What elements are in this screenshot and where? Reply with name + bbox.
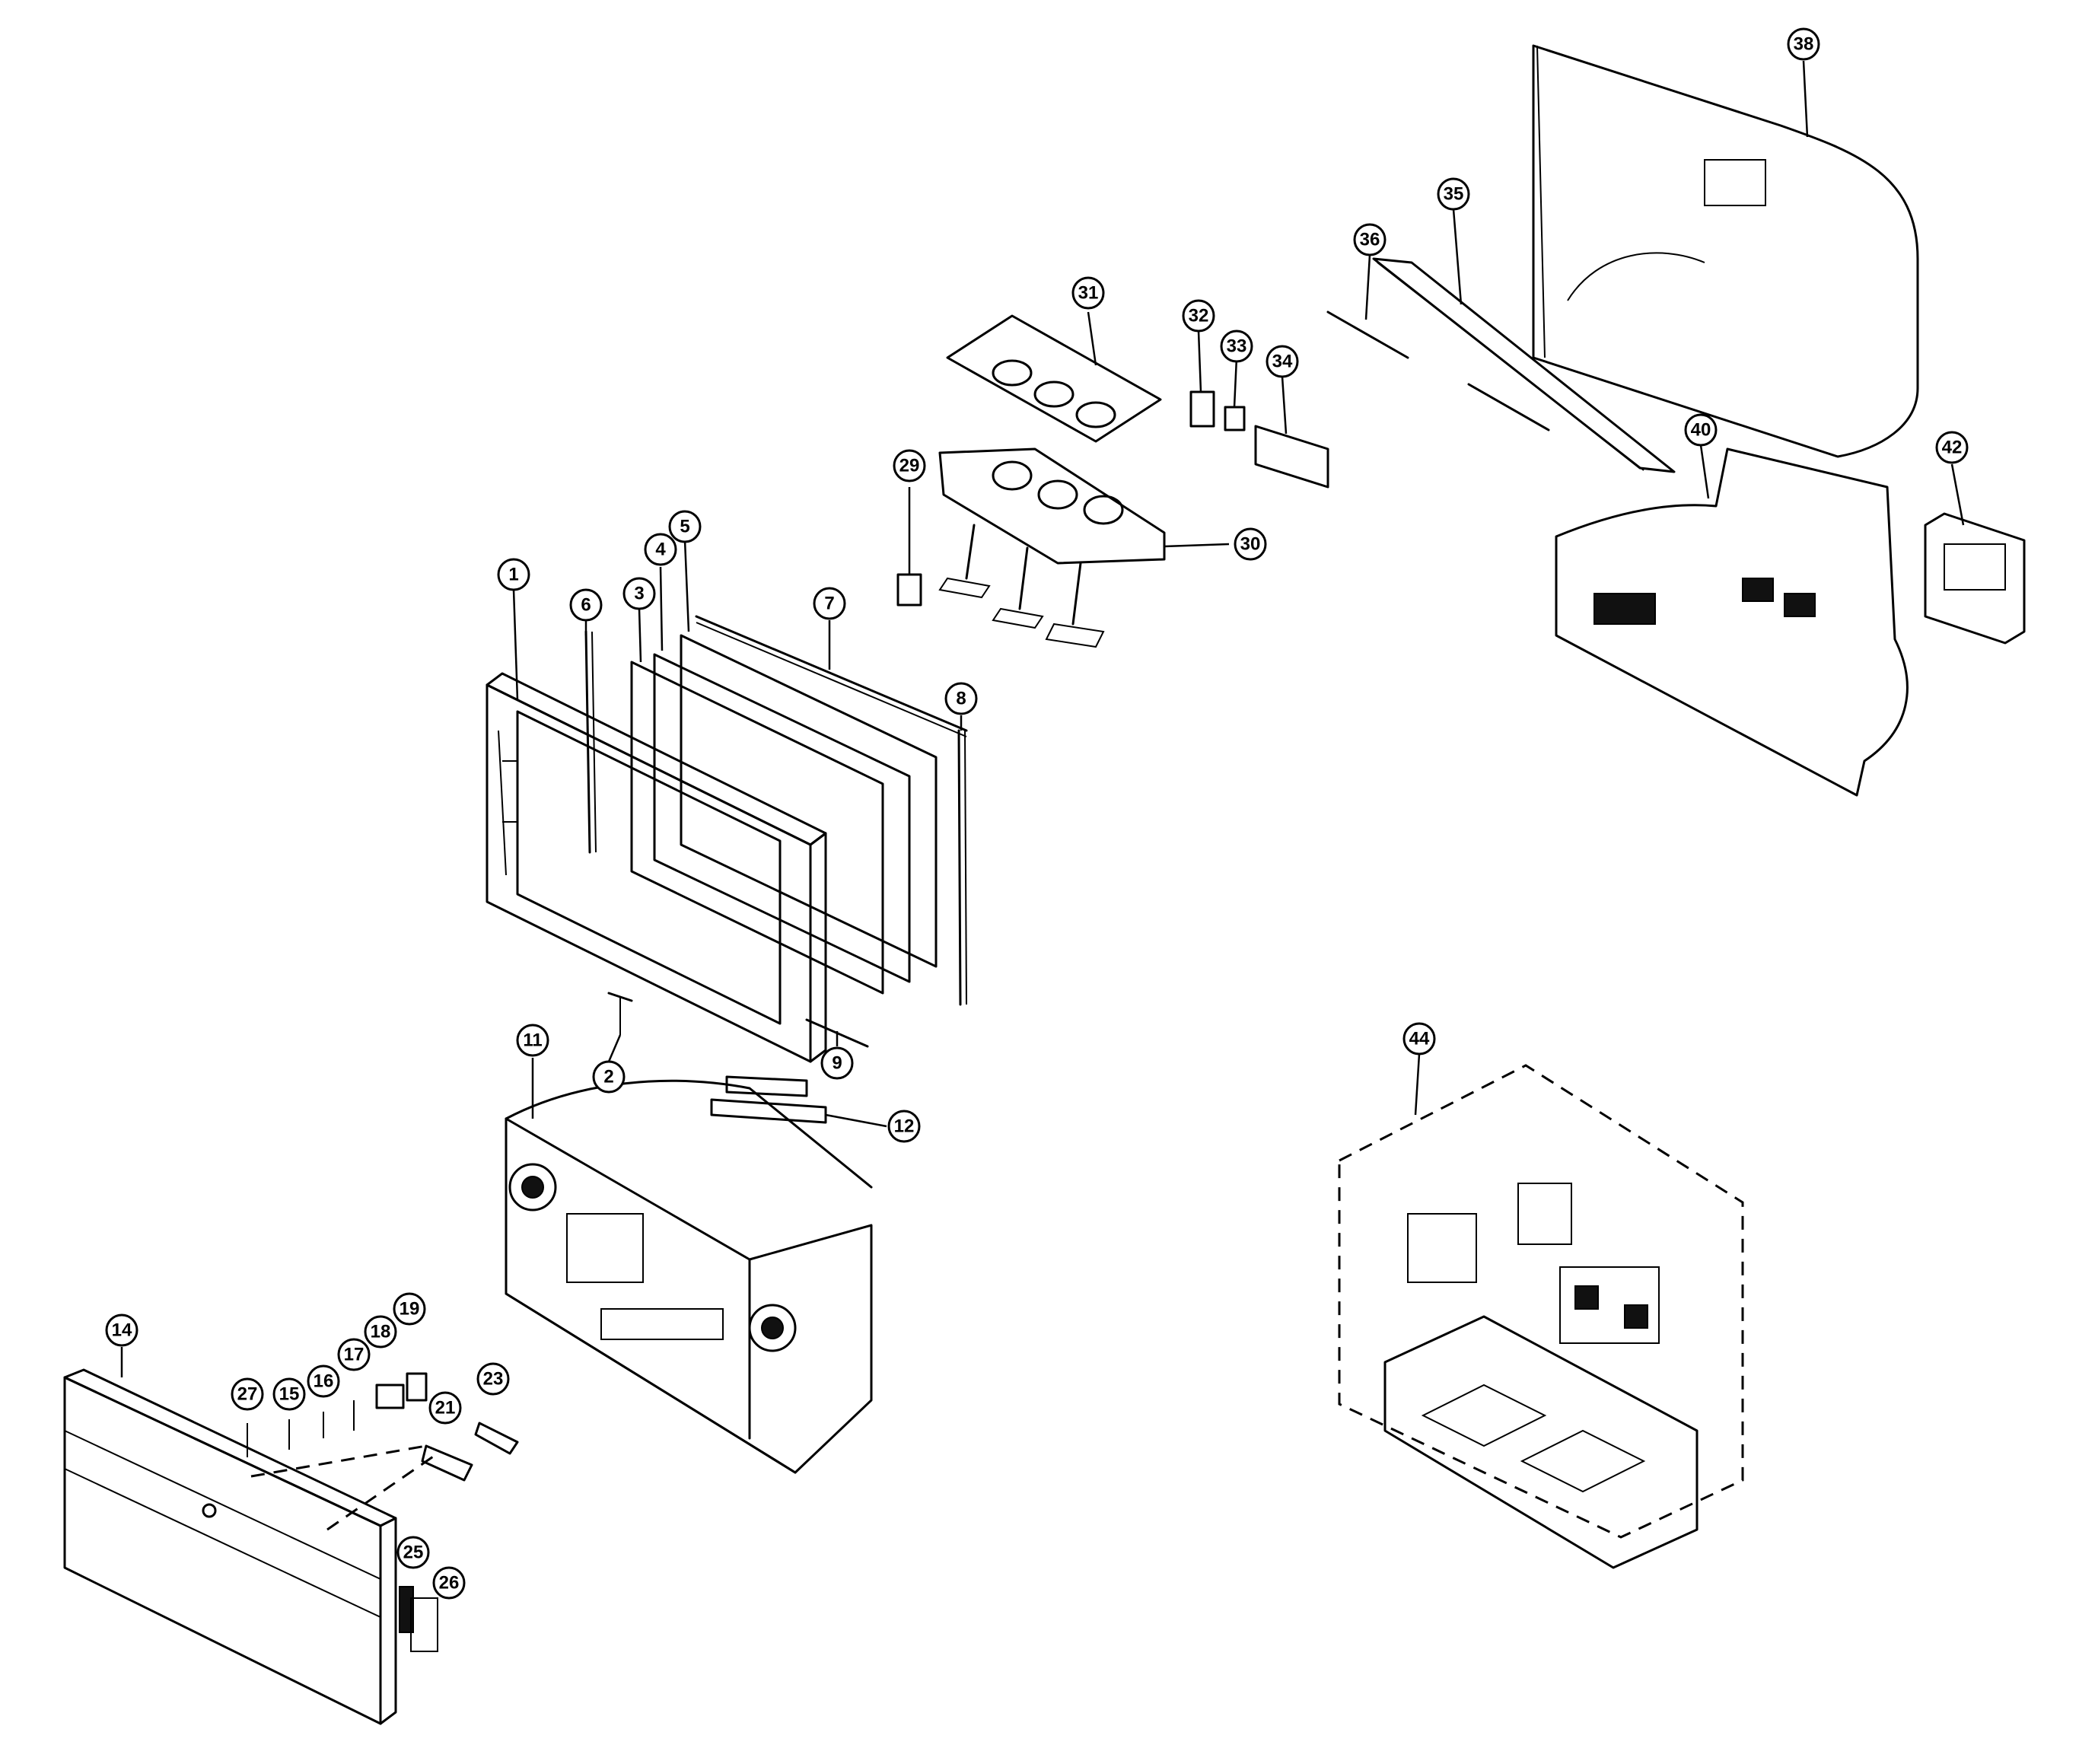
callout-12: 12 xyxy=(887,1110,921,1143)
svg-text:14: 14 xyxy=(112,1320,132,1341)
callout-2: 2 xyxy=(592,1060,626,1094)
svg-text:35: 35 xyxy=(1444,184,1464,205)
svg-text:32: 32 xyxy=(1189,306,1209,326)
callout-42: 42 xyxy=(1935,431,1969,464)
callout-16: 16 xyxy=(307,1364,340,1398)
callout-40: 40 xyxy=(1684,413,1718,447)
svg-text:16: 16 xyxy=(314,1371,334,1392)
callout-31: 31 xyxy=(1071,276,1105,310)
callout-9: 9 xyxy=(820,1046,854,1080)
callout-34: 34 xyxy=(1266,345,1299,378)
svg-text:4: 4 xyxy=(655,540,666,560)
callout-32: 32 xyxy=(1182,299,1215,333)
callout-3: 3 xyxy=(622,577,656,610)
callout-33: 33 xyxy=(1220,330,1253,363)
callout-26: 26 xyxy=(432,1566,466,1600)
svg-text:1: 1 xyxy=(508,565,518,585)
svg-text:9: 9 xyxy=(832,1053,842,1074)
rear-cabinet-bottom-40 xyxy=(1555,447,1909,797)
svg-text:34: 34 xyxy=(1272,352,1293,372)
front-frame-part xyxy=(486,672,827,1063)
callout-17: 17 xyxy=(337,1338,371,1371)
callout-21: 21 xyxy=(428,1391,462,1425)
optic-block-part xyxy=(938,447,1166,648)
svg-text:25: 25 xyxy=(403,1543,424,1563)
svg-text:18: 18 xyxy=(371,1322,391,1342)
callout-25: 25 xyxy=(396,1536,430,1569)
rear-cabinet-top-38 xyxy=(1532,44,1919,458)
svg-text:8: 8 xyxy=(956,689,966,709)
callout-1: 1 xyxy=(497,558,530,591)
svg-text:6: 6 xyxy=(581,595,591,616)
svg-text:11: 11 xyxy=(523,1030,542,1051)
callout-27: 27 xyxy=(231,1377,264,1411)
callout-44: 44 xyxy=(1402,1022,1436,1056)
lower-cabinet-part xyxy=(505,1079,873,1474)
bracket-12 xyxy=(710,1075,827,1124)
screen-panel-3 xyxy=(630,661,884,995)
svg-text:7: 7 xyxy=(824,594,834,614)
svg-text:31: 31 xyxy=(1078,283,1099,304)
chassis-assembly-44 xyxy=(1338,1064,1744,1569)
callout-30: 30 xyxy=(1234,527,1267,561)
callout-5: 5 xyxy=(668,510,702,543)
svg-text:30: 30 xyxy=(1240,534,1261,555)
svg-text:44: 44 xyxy=(1409,1029,1430,1049)
screen-panel-5 xyxy=(680,634,938,968)
bracket-36 xyxy=(1326,310,1550,431)
parts-32-34 xyxy=(1189,390,1329,489)
svg-text:26: 26 xyxy=(439,1573,460,1594)
svg-text:12: 12 xyxy=(894,1116,915,1137)
leader-lines xyxy=(120,60,1965,1377)
svg-text:15: 15 xyxy=(279,1384,300,1405)
callout-38: 38 xyxy=(1787,27,1820,61)
callout-15: 15 xyxy=(272,1377,306,1411)
callout-6: 6 xyxy=(569,588,603,622)
svg-text:2: 2 xyxy=(603,1067,613,1087)
callout-11: 11 xyxy=(516,1024,549,1057)
side-bracket-6 xyxy=(584,630,597,854)
top-bracket-7 xyxy=(695,615,968,737)
callout-29: 29 xyxy=(893,449,926,482)
callout-14: 14 xyxy=(105,1313,138,1347)
svg-text:21: 21 xyxy=(435,1398,456,1419)
svg-text:17: 17 xyxy=(344,1345,365,1365)
mirror-plate-31 xyxy=(946,314,1162,443)
svg-text:40: 40 xyxy=(1691,420,1711,441)
part-29 xyxy=(896,573,922,607)
svg-text:38: 38 xyxy=(1794,34,1814,55)
svg-text:23: 23 xyxy=(483,1369,504,1390)
callout-4: 4 xyxy=(644,533,677,566)
bracket-2 xyxy=(607,992,633,1035)
callout-7: 7 xyxy=(813,587,846,620)
svg-text:27: 27 xyxy=(237,1384,258,1405)
callout-18: 18 xyxy=(364,1315,397,1348)
board-42 xyxy=(1924,512,2026,645)
screen-panel-4 xyxy=(653,653,911,983)
front-panel-part xyxy=(63,1368,414,1725)
side-bracket-8 xyxy=(957,729,967,1006)
callout-36: 36 xyxy=(1353,223,1387,256)
svg-text:36: 36 xyxy=(1360,230,1380,250)
svg-text:33: 33 xyxy=(1227,336,1247,357)
svg-text:5: 5 xyxy=(680,517,689,537)
svg-text:3: 3 xyxy=(634,584,644,604)
small-parts-group xyxy=(247,1372,519,1652)
mirror-35 xyxy=(1372,257,1676,473)
svg-text:42: 42 xyxy=(1942,438,1963,458)
callout-35: 35 xyxy=(1437,177,1470,211)
callout-19: 19 xyxy=(393,1292,426,1326)
svg-text:29: 29 xyxy=(899,456,920,476)
callout-23: 23 xyxy=(476,1362,510,1396)
callout-8: 8 xyxy=(944,682,978,715)
svg-text:19: 19 xyxy=(400,1299,420,1320)
